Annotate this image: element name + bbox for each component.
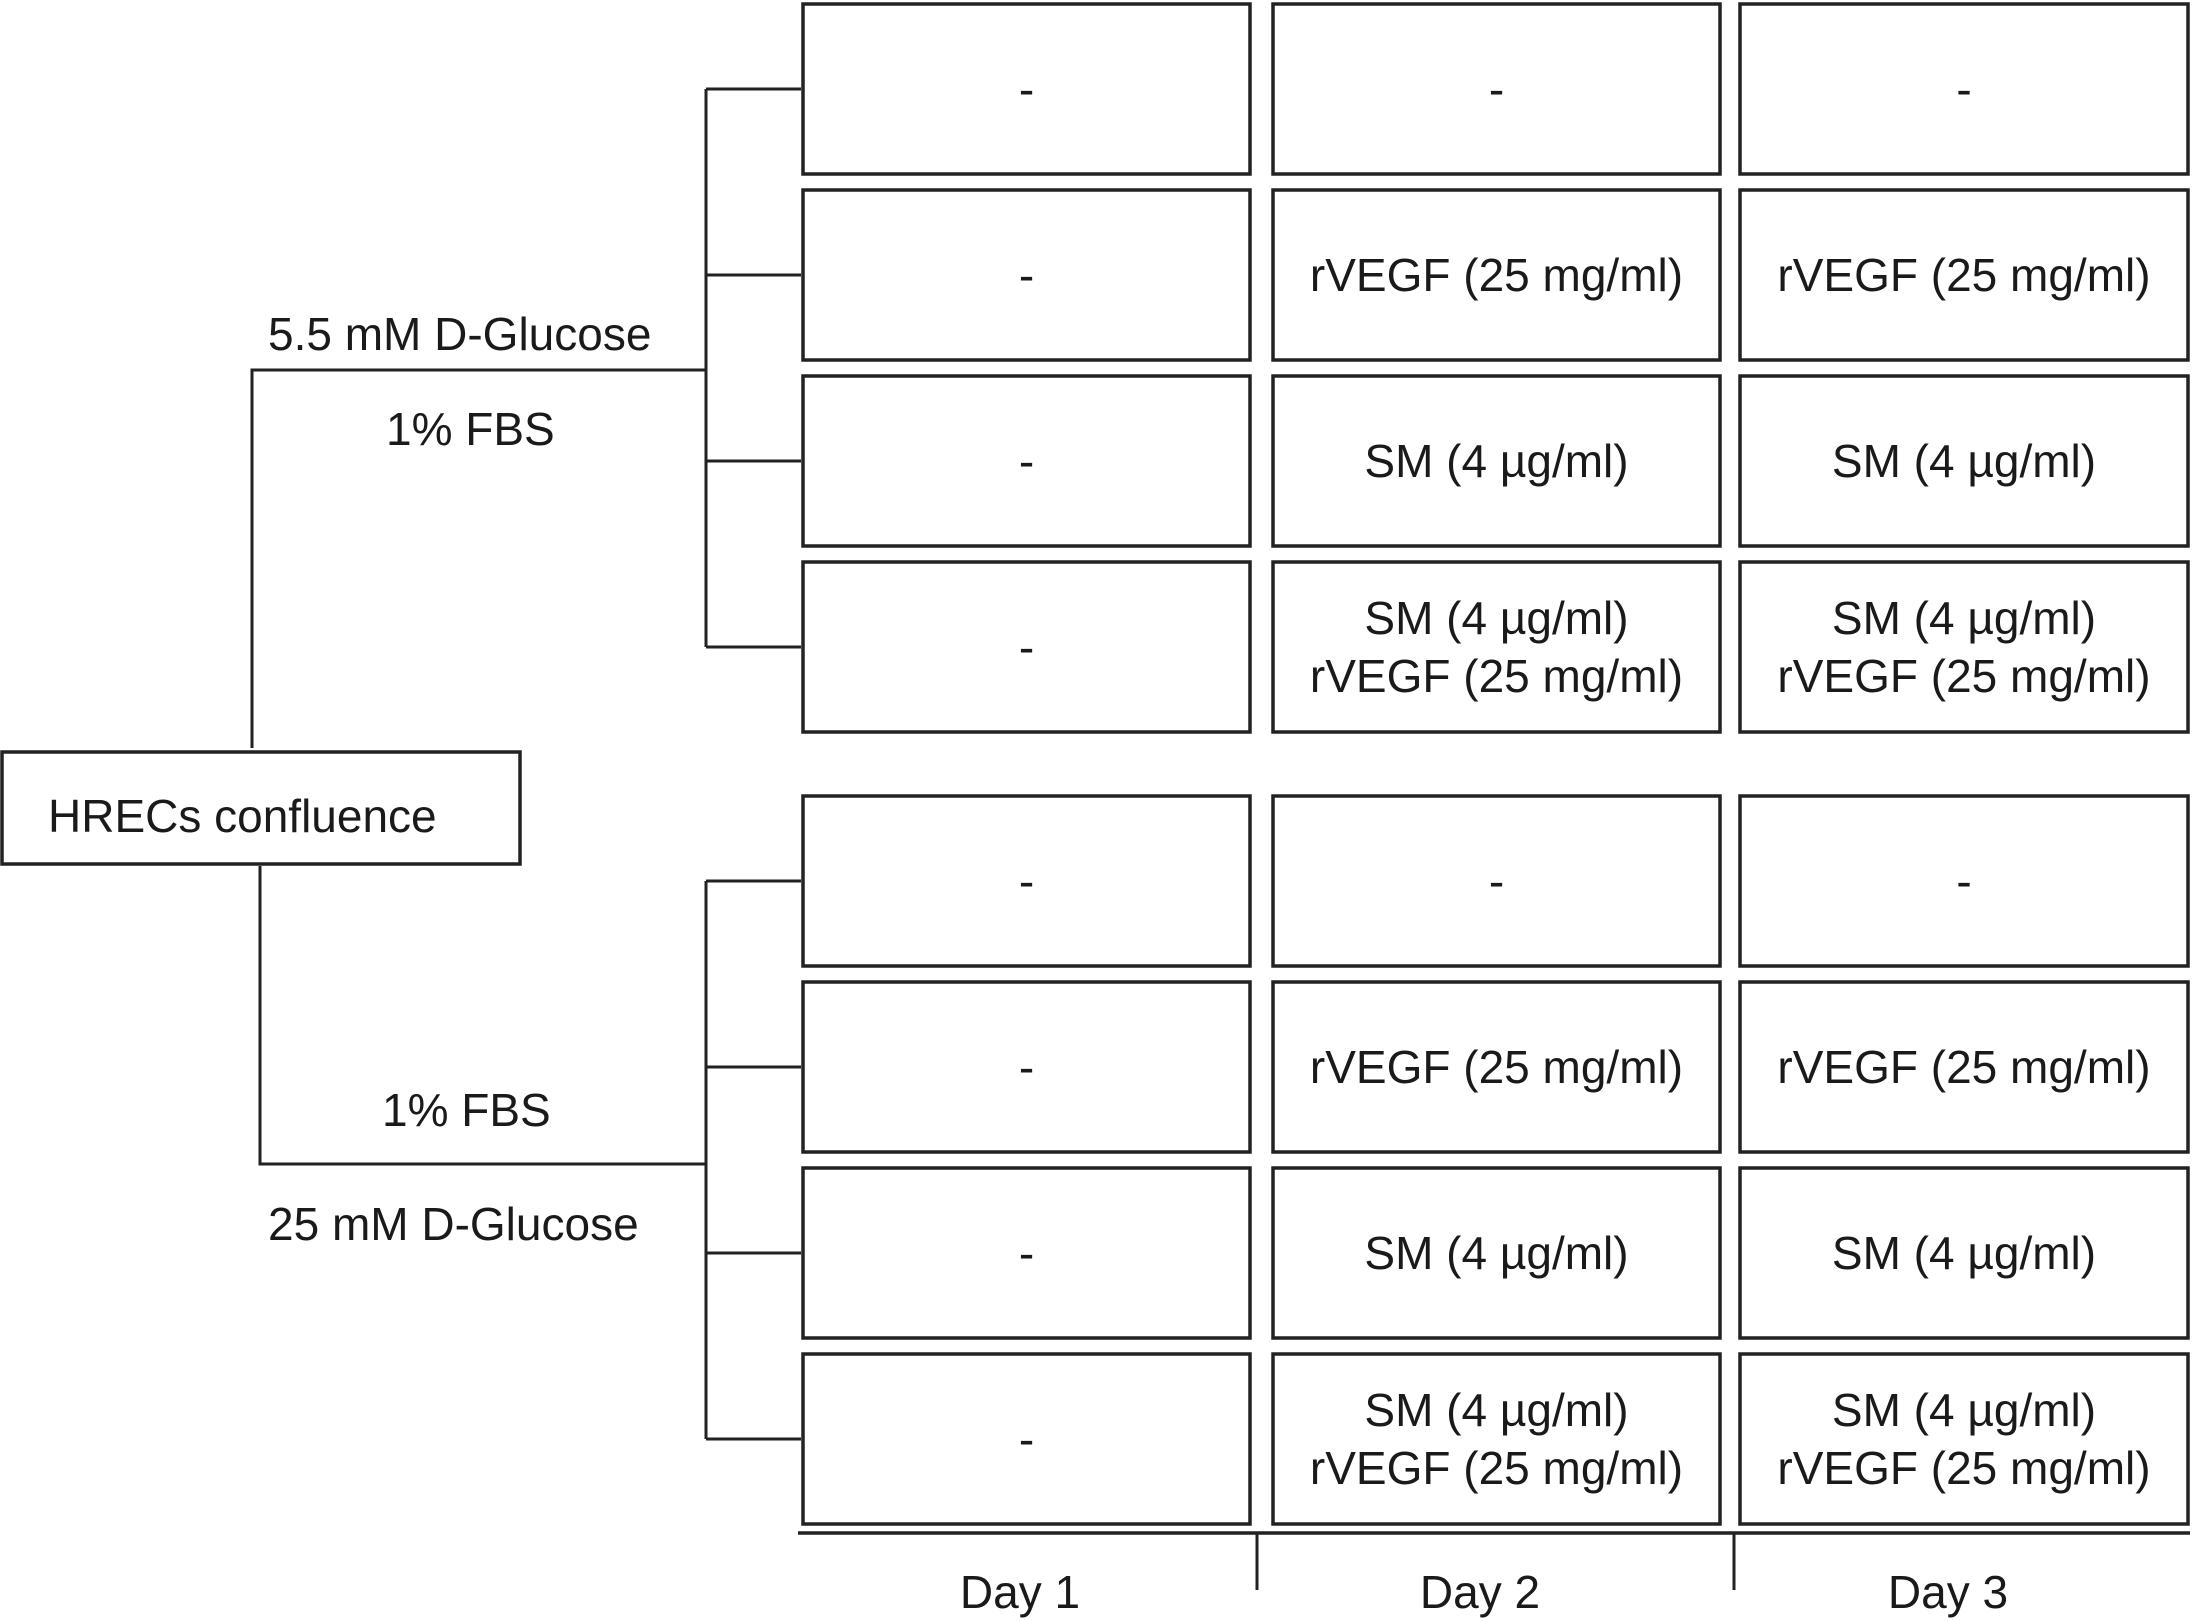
treatment-label: SM (4 µg/ml) (1832, 592, 2096, 644)
connector-root-group1 (250, 368, 706, 748)
treatment-label: rVEGF (25 mg/ml) (1777, 1041, 2150, 1093)
treatment-box (1271, 794, 1722, 968)
group2-label-glucose: 25 mM D-Glucose (268, 1198, 639, 1250)
treatment-label: - (1019, 855, 1034, 907)
root-label: HRECs confluence (48, 790, 437, 842)
treatment-label: - (1956, 855, 1971, 907)
treatment-box (801, 374, 1252, 548)
treatment-label: SM (4 µg/ml) (1364, 1227, 1628, 1279)
treatment-label: - (1019, 63, 1034, 115)
treatment-label: SM (4 µg/ml) (1832, 435, 2096, 487)
treatment-box (801, 1352, 1252, 1526)
day-label-1: Day 1 (960, 1566, 1080, 1618)
treatment-label: SM (4 µg/ml) (1832, 1227, 2096, 1279)
treatment-box (801, 188, 1252, 362)
group2-label-fbs: 1% FBS (382, 1084, 551, 1136)
treatment-grid: - - - - rVEGF (25 mg/ml) rVEGF (25 mg/ml) - SM … (801, 2, 2190, 1526)
treatment-box (1738, 980, 2190, 1154)
group1-label-glucose: 5.5 mM D-Glucose (268, 308, 651, 360)
treatment-box (1738, 374, 2190, 548)
treatment-branches (704, 87, 801, 1441)
treatment-label: - (1019, 1227, 1034, 1279)
day-label-3: Day 3 (1888, 1566, 2008, 1618)
treatment-box (1738, 1352, 2190, 1526)
group1-label-fbs: 1% FBS (386, 403, 555, 455)
treatment-box (801, 560, 1252, 734)
treatment-label: SM (4 µg/ml) (1364, 435, 1628, 487)
treatment-label: - (1489, 63, 1504, 115)
treatment-label: - (1019, 1413, 1034, 1465)
treatment-box (801, 794, 1252, 968)
treatment-label: - (1019, 435, 1034, 487)
treatment-box (1271, 2, 1722, 176)
treatment-label: - (1489, 855, 1504, 907)
treatment-box (1271, 374, 1722, 548)
treatment-label: SM (4 µg/ml) (1364, 1384, 1628, 1436)
treatment-box (1738, 188, 2190, 362)
treatment-label: rVEGF (25 mg/ml) (1310, 249, 1683, 301)
treatment-box (1271, 188, 1722, 362)
treatment-label: - (1956, 63, 1971, 115)
treatment-label: SM (4 µg/ml) (1364, 592, 1628, 644)
treatment-box (1738, 2, 2190, 176)
treatment-label: rVEGF (25 mg/ml) (1310, 1041, 1683, 1093)
treatment-box (1271, 1352, 1722, 1526)
treatment-label: rVEGF (25 mg/ml) (1310, 650, 1683, 702)
treatment-label: - (1019, 621, 1034, 673)
treatment-box (1738, 794, 2190, 968)
treatment-box (1271, 1166, 1722, 1340)
treatment-label: rVEGF (25 mg/ml) (1310, 1442, 1683, 1494)
treatment-label: rVEGF (25 mg/ml) (1777, 249, 2150, 301)
treatment-label: rVEGF (25 mg/ml) (1777, 1442, 2150, 1494)
treatment-box (801, 1166, 1252, 1340)
treatment-box (1738, 560, 2190, 734)
treatment-box (1271, 560, 1722, 734)
day-label-2: Day 2 (1420, 1566, 1540, 1618)
connector-root-group2 (258, 866, 706, 1166)
treatment-label: - (1019, 1041, 1034, 1093)
treatment-box (801, 980, 1252, 1154)
root-box (0, 750, 522, 866)
treatment-label: SM (4 µg/ml) (1832, 1384, 2096, 1436)
treatment-box (1271, 980, 1722, 1154)
treatment-box (1738, 1166, 2190, 1340)
treatment-box (801, 2, 1252, 176)
treatment-label: rVEGF (25 mg/ml) (1777, 650, 2150, 702)
treatment-label: - (1019, 249, 1034, 301)
